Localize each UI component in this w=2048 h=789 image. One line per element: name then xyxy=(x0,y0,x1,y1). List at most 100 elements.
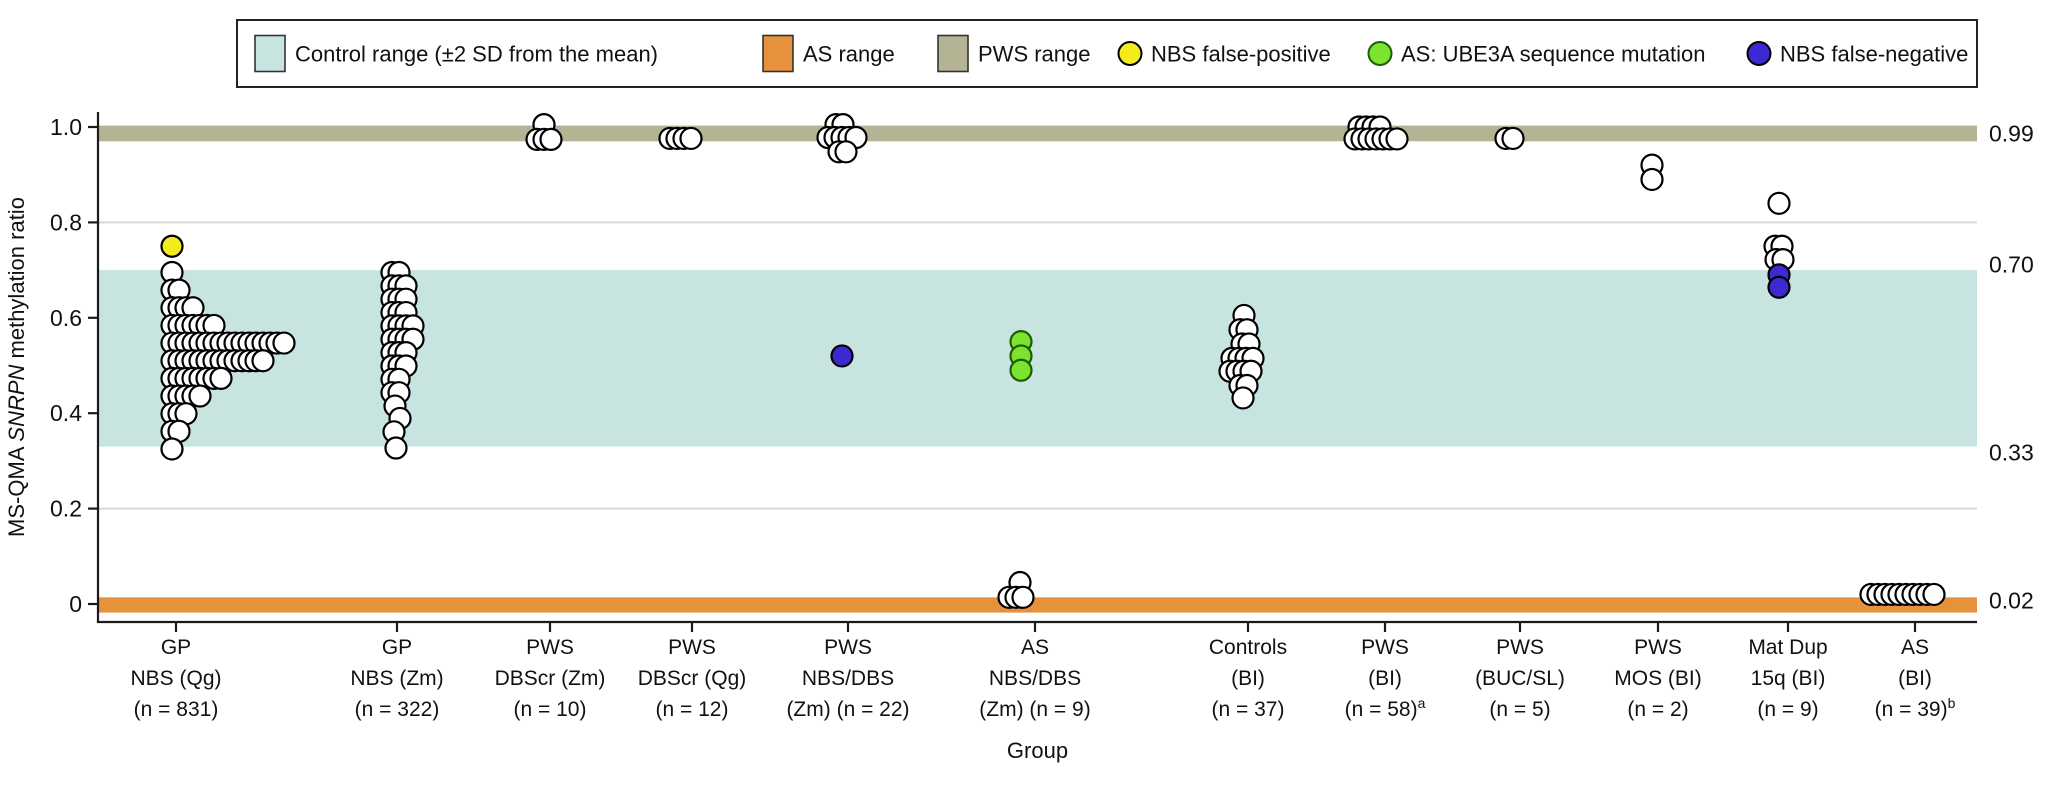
x-tick-label: DBScr (Qg) xyxy=(638,667,747,690)
x-tick-label: Controls xyxy=(1209,636,1287,659)
x-tick-label: (BI) xyxy=(1368,667,1402,690)
x-tick-label: PWS xyxy=(1496,636,1544,659)
data-point xyxy=(830,344,854,368)
data-point xyxy=(188,384,212,408)
x-tick-label: PWS xyxy=(824,636,872,659)
legend-item-label: AS range xyxy=(803,42,895,67)
x-tick-label: (BI) xyxy=(1898,667,1932,690)
x-tick-label: (n = 10) xyxy=(514,698,587,721)
legend-item: AS range xyxy=(762,34,895,73)
range-bands-layer xyxy=(98,125,1977,613)
x-tick-label: NBS/DBS xyxy=(802,667,894,690)
band-value-label: 0.02 xyxy=(1989,588,2034,614)
x-tick-label: 15q (BI) xyxy=(1751,667,1826,690)
y-axis-title-prefix: MS-QMA xyxy=(4,442,29,537)
data-point xyxy=(160,437,184,461)
band-pws-range xyxy=(98,125,1977,142)
x-tick-label: NBS (Qg) xyxy=(130,667,221,690)
x-tick-label: (n = 831) xyxy=(134,698,219,721)
legend-item: PWS range xyxy=(937,34,1091,73)
band-control-range xyxy=(98,270,1977,447)
band-value-label: 0.99 xyxy=(1989,121,2034,147)
legend-item: NBS false-negative xyxy=(1746,41,1968,67)
data-point xyxy=(539,127,563,152)
data-point xyxy=(384,436,408,460)
x-tick-label: (n = 37) xyxy=(1212,698,1285,721)
y-tick-label: 1.0 xyxy=(50,114,82,140)
x-tick-label: (n = 9) xyxy=(1757,698,1818,721)
data-point xyxy=(679,126,703,151)
band-as-range xyxy=(98,597,1977,613)
axes-layer xyxy=(88,112,1977,632)
x-tick-label: AS xyxy=(1901,636,1929,659)
data-point xyxy=(1922,582,1946,607)
data-point xyxy=(1011,585,1035,609)
x-tick-label: PWS xyxy=(526,636,574,659)
y-tick-label: 0.8 xyxy=(50,209,82,235)
x-tick-label: MOS (BI) xyxy=(1614,667,1702,690)
x-tick-label: (n = 322) xyxy=(355,698,440,721)
data-point xyxy=(1009,358,1033,382)
x-tick-label: (n = 39)b xyxy=(1875,695,1956,721)
data-point xyxy=(160,234,184,258)
x-tick-label: (BUC/SL) xyxy=(1475,667,1565,690)
x-tick-label: PWS xyxy=(1361,636,1409,659)
x-tick-label: (n = 5) xyxy=(1489,698,1550,721)
data-points-layer xyxy=(160,113,1946,609)
legend-swatch-as xyxy=(762,34,794,73)
data-point xyxy=(1501,126,1525,151)
data-point xyxy=(1640,167,1664,192)
legend-item-label: NBS false-positive xyxy=(1151,42,1331,67)
y-axis-title-suffix: methylation ratio xyxy=(4,197,29,365)
legend-item: AS: UBE3A sequence mutation xyxy=(1367,41,1706,67)
x-tick-label: NBS (Zm) xyxy=(350,667,443,690)
legend-item: Control range (±2 SD from the mean) xyxy=(254,34,658,73)
x-tick-label: NBS/DBS xyxy=(989,667,1081,690)
x-tick-label: (Zm) (n = 9) xyxy=(979,698,1090,721)
data-point xyxy=(834,140,858,164)
x-tick-label: Mat Dup xyxy=(1748,636,1827,659)
data-point xyxy=(272,331,296,355)
data-point xyxy=(1385,127,1409,151)
x-tick-label: (n = 2) xyxy=(1627,698,1688,721)
legend-item-label: AS: UBE3A sequence mutation xyxy=(1401,42,1706,67)
legend-dot-green xyxy=(1367,41,1393,66)
legend-item: NBS false-positive xyxy=(1117,41,1331,67)
gridlines-layer xyxy=(98,221,1977,510)
x-tick-label: GP xyxy=(382,636,412,659)
data-point xyxy=(1767,191,1791,215)
y-tick-label: 0.4 xyxy=(50,400,82,426)
legend-dot-blue xyxy=(1746,41,1772,66)
legend-item-label: NBS false-negative xyxy=(1780,42,1968,67)
x-tick-label: PWS xyxy=(668,636,716,659)
data-point xyxy=(1231,386,1255,410)
x-axis-title: Group xyxy=(1007,738,1068,763)
data-point xyxy=(251,349,275,373)
legend-item-label: Control range (±2 SD from the mean) xyxy=(295,42,658,67)
legend-dot-yellow xyxy=(1117,41,1143,66)
x-tick-label: AS xyxy=(1021,636,1049,659)
data-point xyxy=(1767,275,1791,299)
legend-item-label: PWS range xyxy=(978,42,1091,67)
legend-swatch-pws xyxy=(937,34,969,73)
y-tick-label: 0.6 xyxy=(50,305,82,331)
x-tick-label: (n = 58)a xyxy=(1345,695,1426,721)
x-tick-label: GP xyxy=(161,636,191,659)
legend-swatch-control xyxy=(254,34,286,73)
legend: Control range (±2 SD from the mean) AS ra… xyxy=(236,19,1978,88)
x-tick-label: DBScr (Zm) xyxy=(495,667,606,690)
band-value-label: 0.70 xyxy=(1989,251,2034,277)
data-point xyxy=(209,366,233,390)
y-tick-label: 0 xyxy=(69,591,82,617)
legend-box xyxy=(236,19,1978,88)
y-axis-title: MS-QMA SNRPN methylation ratio xyxy=(4,197,29,537)
y-axis-title-gene: SNRPN xyxy=(4,364,29,441)
x-tick-label: PWS xyxy=(1634,636,1682,659)
y-tick-label: 0.2 xyxy=(50,496,82,522)
x-tick-label: (BI) xyxy=(1231,667,1265,690)
x-tick-label: (n = 12) xyxy=(656,698,729,721)
band-value-label: 0.33 xyxy=(1989,439,2034,465)
